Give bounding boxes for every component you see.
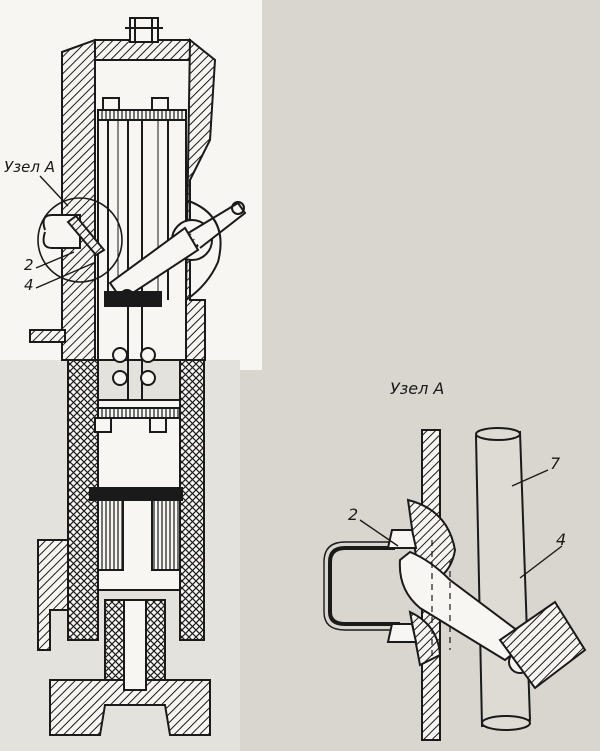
detail-nut-bottom (386, 623, 418, 643)
upper-nut-right (151, 97, 169, 111)
detail-tube-top (475, 427, 521, 441)
packing-stack-right (151, 489, 181, 571)
packing-gland (89, 487, 183, 501)
detail-tube-bottom (481, 715, 531, 731)
detail-nut-top (386, 529, 418, 549)
packing-stack-left (97, 489, 124, 571)
leader-4-main (35, 261, 97, 289)
side-bracket (29, 329, 66, 343)
upper-plate (97, 109, 187, 121)
callout-2-detail: 2 (348, 505, 359, 524)
detail-tube (474, 430, 532, 728)
leader-2-det (359, 519, 399, 547)
middle-nut-right (149, 417, 167, 433)
callout-4-detail: 4 (556, 530, 567, 549)
node-a-label-main: Узел А (4, 158, 55, 176)
node-a-link (66, 214, 106, 257)
node-a-outline (37, 197, 123, 283)
leader-2-main (35, 251, 75, 269)
detail-dashed-guide (431, 540, 451, 660)
leader-4-det (519, 545, 563, 579)
crosshead (104, 291, 162, 307)
middle-nut-left (94, 417, 112, 433)
roller-set (112, 347, 156, 386)
detail-handle-inner (323, 541, 400, 631)
top-screw-head (125, 18, 163, 42)
detail-handle (328, 546, 400, 626)
callout-7-detail: 7 (550, 454, 561, 473)
upper-nut-left (102, 97, 120, 111)
bottom-stem-core (123, 599, 147, 691)
callout-4-main: 4 (24, 276, 34, 294)
side-outlet (37, 539, 69, 651)
leader-uzel-main (39, 175, 69, 207)
middle-plate (97, 407, 181, 419)
detail-title: Узел А (390, 379, 445, 398)
detail-clamp (498, 600, 587, 690)
lever-housing (185, 199, 222, 301)
callout-2-main: 2 (24, 256, 34, 274)
crank-eye (231, 201, 245, 215)
leader-7-det (511, 469, 549, 487)
detail-view-node-a (323, 427, 587, 741)
main-sectional-view (29, 17, 247, 736)
lower-liner-right (179, 359, 205, 641)
base-block (49, 679, 211, 736)
